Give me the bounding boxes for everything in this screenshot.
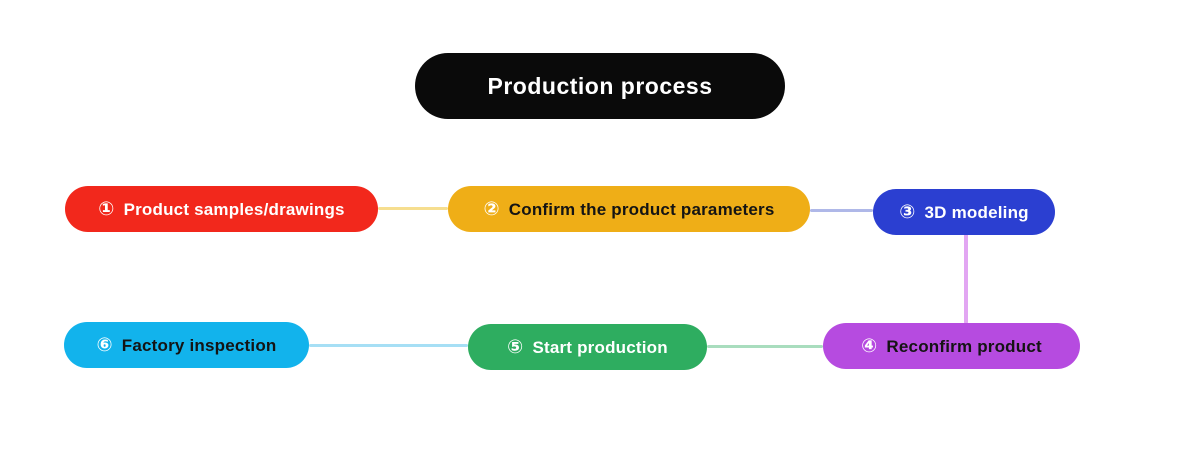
step-6-factory-inspection: ⑥ Factory inspection <box>64 322 309 368</box>
step-4-reconfirm-product: ④ Reconfirm product <box>823 323 1080 369</box>
step-3-3d-modeling: ③ 3D modeling <box>873 189 1055 235</box>
step-4-label: Reconfirm product <box>886 336 1042 356</box>
diagram-title-label: Production process <box>487 72 713 99</box>
step-1-product-samples-drawings: ① Product samples/drawings <box>65 186 378 232</box>
step-5-number: ⑤ <box>507 336 524 358</box>
connector-step5-step6 <box>309 344 468 347</box>
diagram-title: Production process <box>415 53 785 119</box>
step-6-label: Factory inspection <box>121 335 277 355</box>
connector-step3-step4 <box>964 232 968 324</box>
step-3-label: 3D modeling <box>924 202 1029 222</box>
step-2-confirm-product-parameters: ② Confirm the product parameters <box>448 186 810 232</box>
step-2-number: ② <box>483 198 500 220</box>
step-5-label: Start production <box>532 337 668 357</box>
step-4-number: ④ <box>861 335 878 357</box>
step-3-number: ③ <box>899 201 916 223</box>
connector-step1-step2 <box>378 207 448 210</box>
step-1-label: Product samples/drawings <box>123 199 345 219</box>
step-2-label: Confirm the product parameters <box>508 199 775 219</box>
connector-step2-step3 <box>810 209 873 212</box>
step-1-number: ① <box>98 198 115 220</box>
step-5-start-production: ⑤ Start production <box>468 324 707 370</box>
step-6-number: ⑥ <box>96 334 113 356</box>
connector-step4-step5 <box>707 345 823 348</box>
